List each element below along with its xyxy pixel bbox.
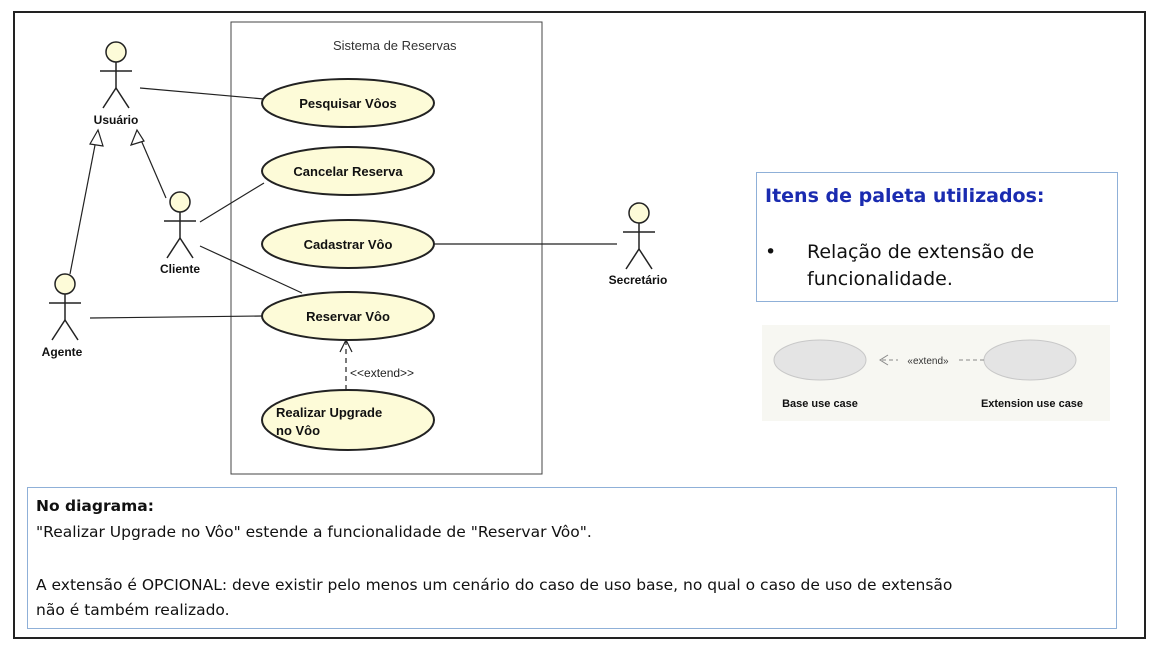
actor-secretario-label: Secretário bbox=[609, 273, 668, 287]
actor-cliente-label: Cliente bbox=[160, 262, 200, 276]
actor-secretario[interactable] bbox=[623, 202, 655, 270]
use-case-pesquisar-label: Pesquisar Vôos bbox=[299, 96, 397, 111]
assoc-cliente-cancelar bbox=[199, 182, 265, 223]
legend-extension-ellipse bbox=[983, 339, 1077, 381]
legend-base-ellipse bbox=[773, 339, 867, 381]
note-heading: No diagrama: bbox=[36, 497, 154, 515]
palette-title: Itens de paleta utilizados: bbox=[765, 185, 1045, 207]
assoc-usuario-pesquisar bbox=[139, 87, 265, 100]
associations bbox=[89, 87, 617, 319]
gen-agente-arrowhead bbox=[89, 128, 104, 147]
note-box: No diagrama: "Realizar Upgrade no Vôo" e… bbox=[27, 487, 1117, 629]
use-case-cancelar-label: Cancelar Reserva bbox=[293, 164, 403, 179]
actor-cliente[interactable] bbox=[164, 191, 196, 259]
note-line-1: "Realizar Upgrade no Vôo" estende a func… bbox=[36, 523, 592, 541]
palette-item: • Relação de extensão de funcionalidade. bbox=[765, 239, 1097, 293]
use-case-cancelar[interactable]: Cancelar Reserva bbox=[261, 146, 435, 196]
palette-list: • Relação de extensão de funcionalidade. bbox=[765, 239, 1097, 293]
extend-legend-graphic: «extend» Base use case Extension use cas… bbox=[773, 339, 1083, 410]
extend-legend: «extend» Base use case Extension use cas… bbox=[762, 325, 1110, 421]
gen-cliente-arrowhead bbox=[129, 128, 145, 146]
use-case-cadastrar[interactable]: Cadastrar Vôo bbox=[261, 219, 435, 269]
note-line-2: A extensão é OPCIONAL: deve existir pelo… bbox=[36, 576, 953, 594]
use-case-reservar[interactable]: Reservar Vôo bbox=[261, 291, 435, 341]
use-case-cadastrar-label: Cadastrar Vôo bbox=[304, 237, 393, 252]
palette-item-text: Relação de extensão de funcionalidade. bbox=[807, 241, 1035, 290]
legend-extension-label: Extension use case bbox=[981, 398, 1083, 410]
use-case-upgrade[interactable]: Realizar Upgrade no Vôo bbox=[261, 389, 435, 451]
generalizations bbox=[69, 128, 167, 275]
legend-extend-label: «extend» bbox=[907, 356, 949, 367]
palette-box: Itens de paleta utilizados: • Relação de… bbox=[756, 172, 1118, 302]
gen-cliente-usuario bbox=[140, 139, 167, 199]
actor-agente-label: Agente bbox=[42, 345, 83, 359]
system-title: Sistema de Reservas bbox=[333, 38, 457, 53]
note-line-3: não é também realizado. bbox=[36, 601, 230, 619]
use-case-upgrade-label-1: Realizar Upgrade bbox=[276, 405, 382, 420]
use-case-reservar-label: Reservar Vôo bbox=[306, 309, 390, 324]
actor-agente[interactable] bbox=[49, 273, 81, 341]
gen-agente-usuario bbox=[69, 139, 97, 275]
legend-base-label: Base use case bbox=[782, 398, 858, 410]
extend-label: <<extend>> bbox=[350, 366, 414, 380]
bullet-icon: • bbox=[765, 241, 777, 263]
use-case-upgrade-label-2: no Vôo bbox=[276, 423, 320, 438]
assoc-agente-reservar bbox=[89, 315, 263, 319]
assoc-cliente-reservar bbox=[199, 245, 303, 294]
actor-usuario[interactable] bbox=[100, 41, 132, 109]
actor-usuario-label: Usuário bbox=[94, 113, 139, 127]
use-case-pesquisar[interactable]: Pesquisar Vôos bbox=[261, 78, 435, 128]
